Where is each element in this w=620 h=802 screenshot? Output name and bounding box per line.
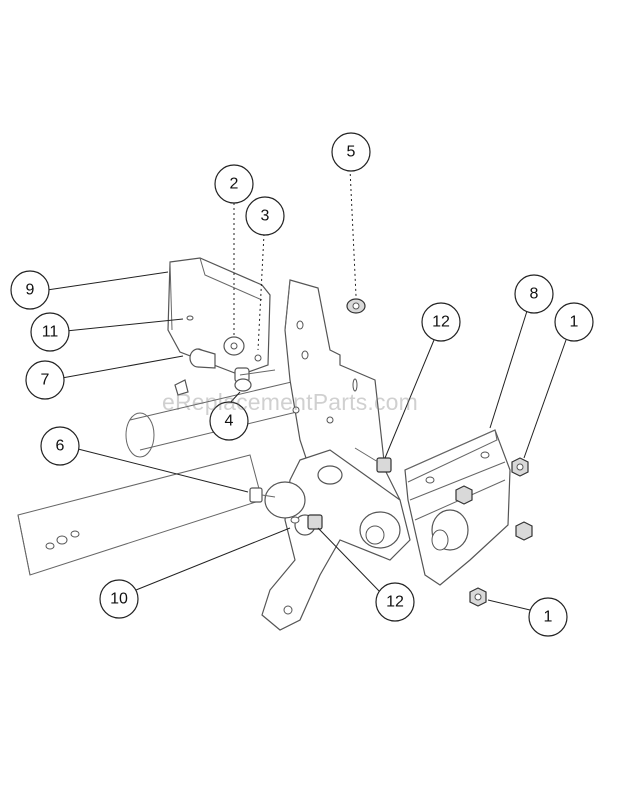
pivot-arm xyxy=(261,449,411,631)
callout-12-bottom: 12 xyxy=(375,582,415,622)
callout-label: 12 xyxy=(386,594,404,611)
callout-label: 11 xyxy=(42,324,59,341)
small-hardware xyxy=(174,336,276,396)
callout-label: 10 xyxy=(110,591,128,608)
leader-lines xyxy=(46,168,567,611)
callout-label: 2 xyxy=(230,176,239,193)
callout-label: 1 xyxy=(544,609,553,626)
washer xyxy=(346,298,366,314)
callout-label: 9 xyxy=(26,282,35,299)
callout-1-top: 1 xyxy=(554,302,594,342)
callout-label: 5 xyxy=(347,144,356,161)
callout-6: 6 xyxy=(40,426,80,466)
callout-label: 3 xyxy=(261,208,270,225)
callout-12-top: 12 xyxy=(421,302,461,342)
callout-11: 11 xyxy=(30,312,70,352)
watermark-text: eReplacementParts.com xyxy=(162,389,419,415)
callout-label: 6 xyxy=(56,438,65,455)
callout-3: 3 xyxy=(245,196,285,236)
callout-9: 9 xyxy=(10,270,50,310)
callout-4: 4 xyxy=(209,401,249,441)
callout-label: 1 xyxy=(570,314,579,331)
callout-5: 5 xyxy=(331,132,371,172)
callout-1-bottom: 1 xyxy=(528,597,568,637)
callout-label: 7 xyxy=(41,372,50,389)
fasteners xyxy=(249,447,533,607)
callout-label: 12 xyxy=(432,314,450,331)
callout-7: 7 xyxy=(25,360,65,400)
callout-label: 8 xyxy=(530,286,539,303)
callout-2: 2 xyxy=(214,164,254,204)
callout-10: 10 xyxy=(99,579,139,619)
callout-8: 8 xyxy=(514,274,554,314)
mounting-plate xyxy=(404,429,511,586)
callout-label: 4 xyxy=(225,413,234,430)
